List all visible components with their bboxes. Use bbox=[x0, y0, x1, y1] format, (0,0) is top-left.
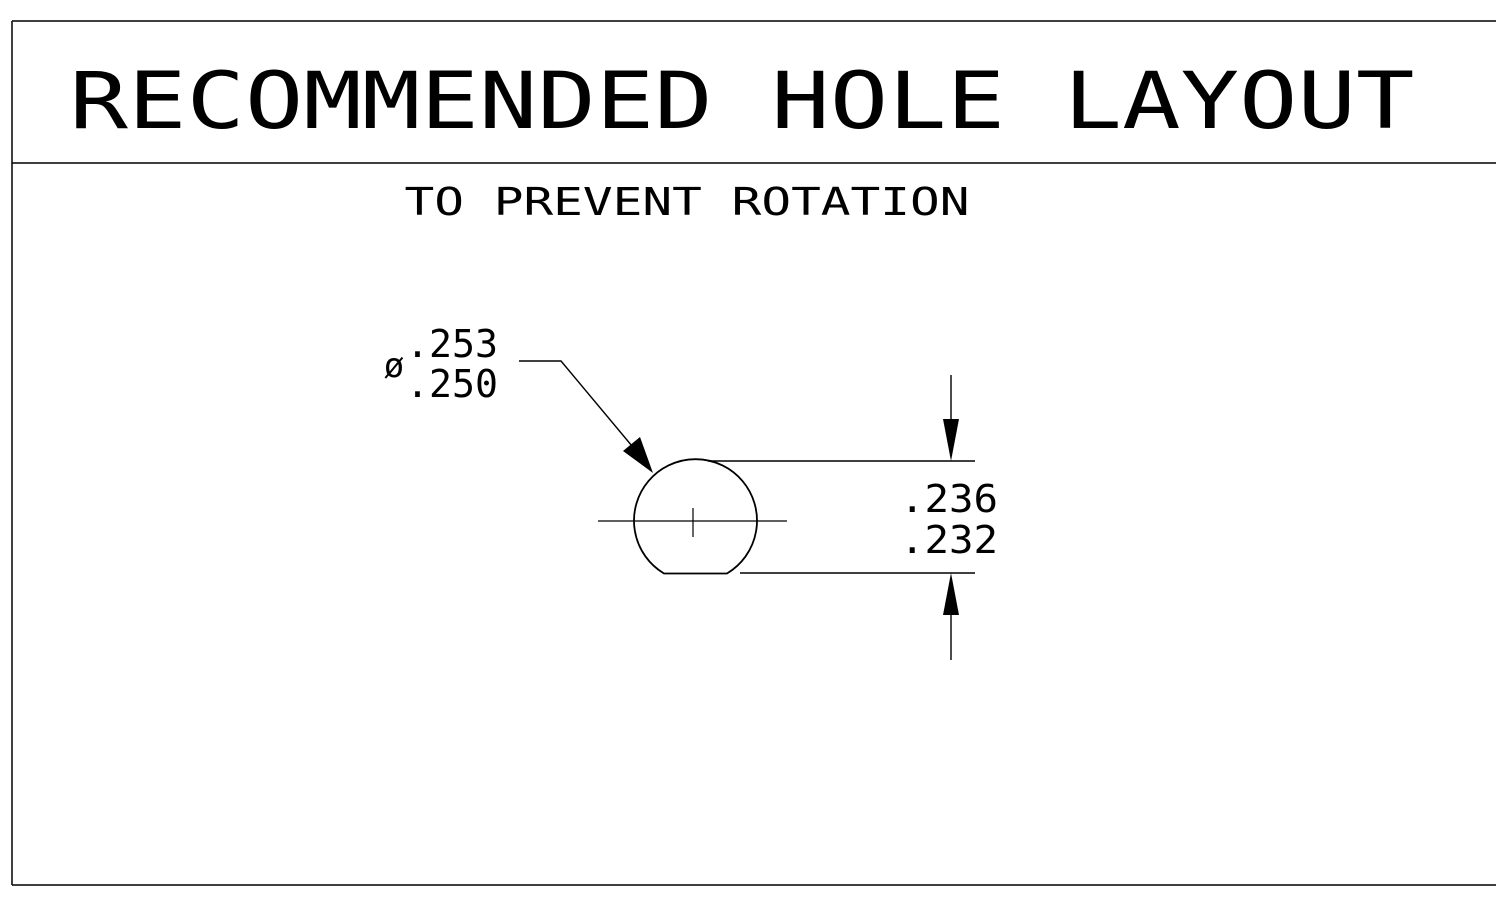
hole-outline bbox=[633, 458, 758, 575]
sheet-border bbox=[11, 20, 1496, 886]
leader-arrowhead bbox=[623, 437, 653, 473]
center-mark bbox=[598, 508, 787, 537]
bottom-arrowhead bbox=[943, 573, 959, 615]
height-lower-value: .232 bbox=[900, 518, 998, 562]
top-arrowhead bbox=[943, 419, 959, 461]
diameter-symbol: ø bbox=[384, 346, 404, 386]
drawing-subtitle: TO PREVENT ROTATION bbox=[405, 180, 970, 224]
height-upper-value: .236 bbox=[900, 477, 998, 521]
leader-line bbox=[519, 360, 633, 447]
diameter-leader bbox=[519, 360, 653, 473]
drawing-title: RECOMMENDED HOLE LAYOUT bbox=[70, 57, 1415, 147]
height-dimension-arrows bbox=[943, 375, 959, 660]
diameter-lower-value: .250 bbox=[406, 362, 498, 406]
height-extension-lines bbox=[708, 460, 975, 574]
diameter-upper-value: .253 bbox=[406, 322, 498, 366]
